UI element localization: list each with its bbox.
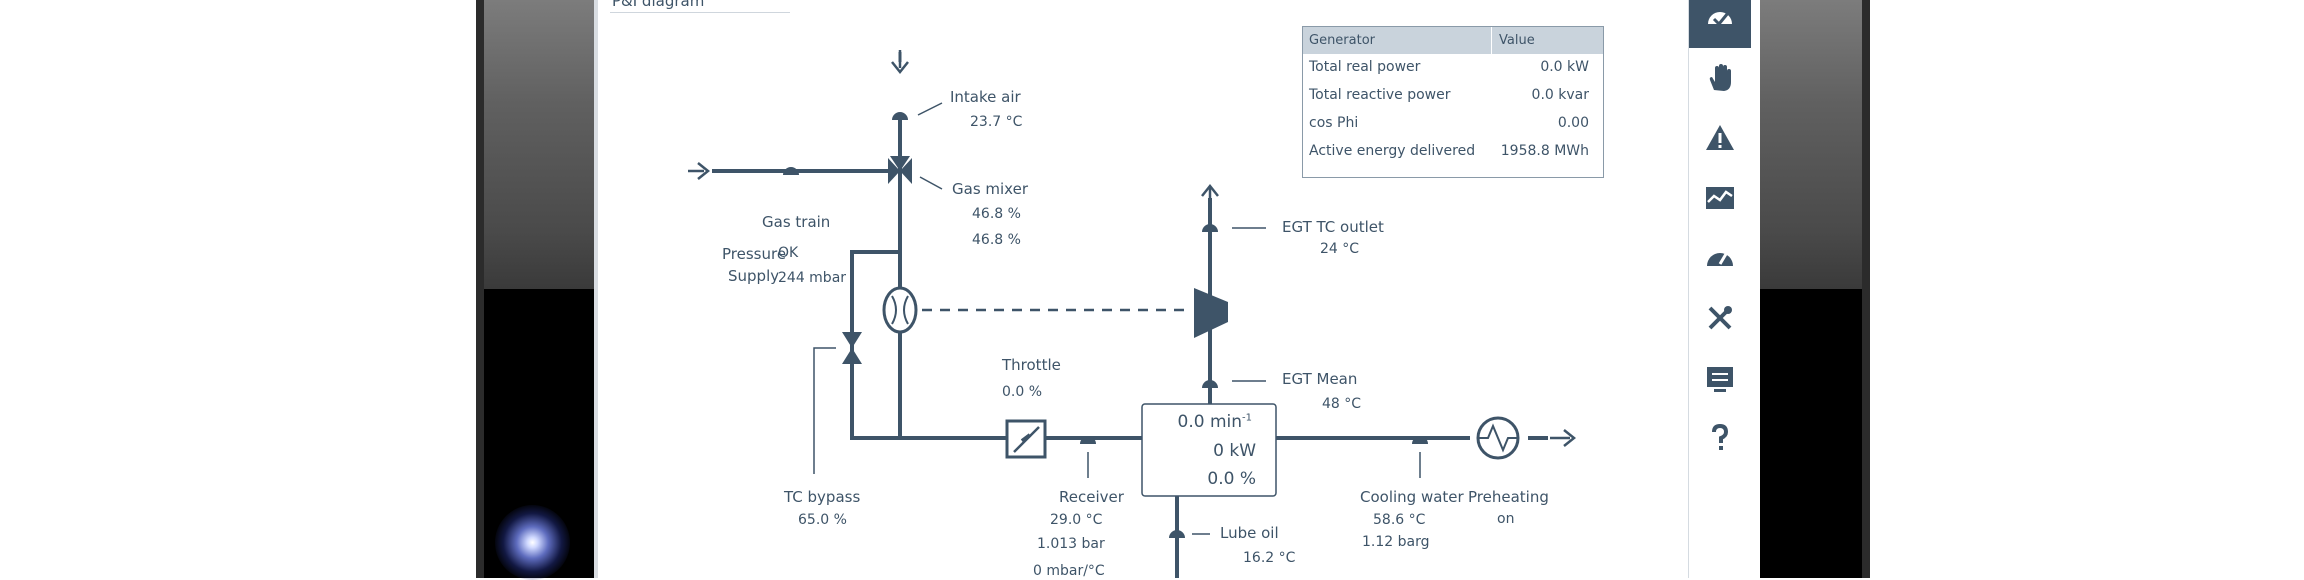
compressor bbox=[882, 286, 918, 334]
preheating-value: on bbox=[1497, 511, 1515, 527]
egt-mean-value: 48 °C bbox=[1322, 396, 1362, 412]
engine-speed-exponent: -1 bbox=[1242, 412, 1252, 424]
throttle-label: Throttle bbox=[1002, 356, 1061, 374]
power-indicator-light bbox=[495, 505, 570, 580]
nav-help[interactable] bbox=[1689, 408, 1751, 468]
lube-oil-value: 16.2 °C bbox=[1243, 550, 1296, 566]
row-label: Active energy delivered bbox=[1309, 143, 1476, 159]
nav-sidebar bbox=[1688, 0, 1751, 578]
generator-table: Generator Value Total real power 0.0 kW … bbox=[1302, 26, 1604, 178]
tc-bypass-value: 65.0 % bbox=[798, 512, 847, 528]
value-header-label: Value bbox=[1499, 33, 1535, 48]
screen-edge bbox=[594, 0, 598, 578]
cooling-water-value-1: 58.6 °C bbox=[1373, 512, 1426, 528]
egt-outlet-sensor bbox=[1202, 224, 1218, 232]
throttle-value: 0.0 % bbox=[1002, 384, 1043, 400]
engine-speed: 0.0 min-1 bbox=[1177, 412, 1252, 432]
table-row: Total reactive power 0.0 kvar bbox=[1303, 82, 1603, 110]
gas-mixer-value-1: 46.8 % bbox=[972, 206, 1021, 222]
nav-settings[interactable] bbox=[1689, 348, 1751, 408]
generator-table-header: Generator Value bbox=[1303, 27, 1603, 54]
nav-dashboard[interactable] bbox=[1689, 0, 1751, 48]
cooling-water-label: Cooling water bbox=[1360, 488, 1464, 506]
lube-oil-label: Lube oil bbox=[1220, 524, 1279, 542]
row-value: 1958.8 MWh bbox=[1500, 143, 1589, 159]
device-frame-left bbox=[476, 0, 594, 578]
intake-air-label: Intake air bbox=[950, 88, 1021, 106]
pressure-value: OK bbox=[778, 245, 799, 261]
row-value: 0.0 kvar bbox=[1531, 87, 1589, 103]
table-row: Total real power 0.0 kW bbox=[1303, 54, 1603, 82]
intake-air-value: 23.7 °C bbox=[970, 114, 1023, 130]
title-underline bbox=[610, 12, 790, 13]
receiver-value-2: 1.013 bar bbox=[1037, 536, 1105, 552]
pressure-label: Pressure bbox=[722, 245, 787, 263]
gas-mixer-label: Gas mixer bbox=[952, 180, 1028, 198]
row-label: Total real power bbox=[1309, 59, 1421, 75]
row-value: 0.00 bbox=[1557, 115, 1589, 131]
warning-icon bbox=[1706, 125, 1734, 150]
row-label: Total reactive power bbox=[1309, 87, 1451, 103]
engine-box bbox=[1141, 403, 1277, 497]
row-value: 0.0 kW bbox=[1540, 59, 1589, 75]
device-frame-left-edge bbox=[476, 0, 484, 578]
egt-mean-sensor bbox=[1202, 380, 1218, 388]
bypass-loop bbox=[850, 250, 900, 440]
egt-tc-outlet-value: 24 °C bbox=[1320, 241, 1360, 257]
engine-load: 0.0 % bbox=[1207, 469, 1256, 489]
egt-mean-label: EGT Mean bbox=[1282, 370, 1358, 388]
nav-manual[interactable] bbox=[1689, 48, 1751, 108]
page-title: P&I diagram bbox=[612, 0, 705, 10]
engine-power: 0 kW bbox=[1213, 441, 1256, 461]
tools-icon bbox=[1708, 306, 1732, 330]
gas-train-label: Gas train bbox=[762, 213, 831, 231]
device-frame-right bbox=[1760, 0, 1870, 578]
settings-panel-icon bbox=[1707, 367, 1733, 392]
supply-value: 244 mbar bbox=[778, 270, 847, 286]
table-row: cos Phi 0.00 bbox=[1303, 110, 1603, 138]
cooling-water-value-2: 1.12 barg bbox=[1362, 534, 1430, 550]
supply-label: Supply bbox=[728, 267, 780, 285]
dashboard-check-icon bbox=[1708, 12, 1732, 27]
gas-mixer-value-2: 46.8 % bbox=[972, 232, 1021, 248]
trend-chart-icon bbox=[1706, 187, 1734, 209]
nav-alarms[interactable] bbox=[1689, 108, 1751, 168]
generator-header-label: Generator bbox=[1309, 33, 1376, 48]
nav-service[interactable] bbox=[1689, 288, 1751, 348]
tc-bypass-label: TC bypass bbox=[784, 488, 861, 506]
nav-trends[interactable] bbox=[1689, 168, 1751, 228]
gas-mixer-valve bbox=[888, 156, 912, 184]
hand-icon bbox=[1709, 64, 1731, 91]
gauge-icon bbox=[1707, 253, 1733, 266]
lube-oil-sensor bbox=[1169, 530, 1185, 538]
preheating-label: Preheating bbox=[1468, 488, 1549, 506]
device-frame-right-edge bbox=[1862, 0, 1870, 578]
intake-air-sensor bbox=[892, 112, 908, 120]
receiver-value-1: 29.0 °C bbox=[1050, 512, 1103, 528]
turbine bbox=[1194, 288, 1228, 338]
egt-tc-outlet-label: EGT TC outlet bbox=[1282, 218, 1384, 236]
table-row: Active energy delivered 1958.8 MWh bbox=[1303, 138, 1603, 166]
nav-performance[interactable] bbox=[1689, 228, 1751, 288]
receiver-label: Receiver bbox=[1059, 488, 1124, 506]
tc-bypass-valve bbox=[842, 332, 862, 364]
receiver-value-3: 0 mbar/°C bbox=[1033, 563, 1105, 579]
help-icon bbox=[1712, 423, 1729, 450]
row-label: cos Phi bbox=[1309, 115, 1359, 131]
